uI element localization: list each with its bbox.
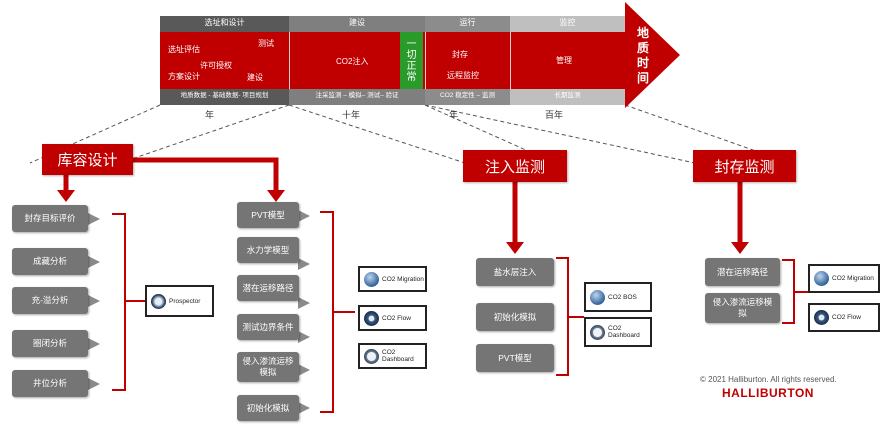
section-title-injection: 注入监测 [463,150,567,182]
build-item-injection: CO2注入 [336,57,369,66]
left-item-arrows [88,210,310,414]
reservoir-item-intrusion-sim: 侵入渗流运移模拟 [237,352,299,382]
dashed-connectors [29,104,791,164]
section-title-storage: 封存监测 [693,150,796,182]
storage-item-migration-path: 潜在运移路径 [705,258,780,286]
tool-co2-migration-label: CO2 Migration [382,275,424,283]
brand-logo: HALLIBURTON [722,386,814,400]
reservoir-item-pvt: PVT模型 [237,202,299,228]
reservoir-item-accumulation: 成藏分析 [12,248,88,275]
gauge-icon [364,348,379,364]
red-brackets [112,211,808,413]
tool-co2-migration-storage-label: CO2 Migration [832,275,874,282]
tool-co2-dashboard-injection-label: CO2 Dashboard [608,325,640,339]
site-item-design: 方案设计 [168,72,200,81]
storage-item-intrusion-sim: 侵入渗流运移模拟 [705,293,780,323]
reservoir-item-trap: 圈闭分析 [12,330,88,357]
monitor-item-manage: 管理 [556,56,572,65]
injection-item-pvt: PVT模型 [476,344,554,372]
reservoir-item-well: 井位分析 [12,370,88,397]
site-item-permit: 许可授权 [200,61,232,70]
phase-footer-site: 地质数据 - 基础数据- 项目规划 [160,89,289,105]
phase-header-build: 建设 [289,16,425,32]
injection-item-init-sim: 初始化模拟 [476,303,554,331]
time-scale-decade: 十年 [342,110,361,120]
reservoir-item-migration-path: 潜在运移路径 [237,275,299,301]
copyright: © 2021 Halliburton. All rights reserved. [700,375,837,384]
time-scale-year: 年 [205,110,215,120]
operate-item-remote: 远程监控 [447,71,479,80]
site-item-build: 建设 [247,73,263,82]
stop-label: 一 切 正 常 [400,32,423,89]
reservoir-item-fill-spill: 充-溢分析 [12,287,88,314]
phase-header-operate: 运行 [425,16,510,32]
tool-co2-migration-storage: CO2 Migration [808,264,880,293]
globe-icon [364,271,379,287]
tool-co2-migration: CO2 Migration [358,266,427,292]
flow-icon [814,310,829,325]
tool-co2-bos-label: CO2 BOS [608,293,637,301]
arrow-label: 地 质 时 间 [636,26,649,85]
time-scale-year-2: 年 [449,110,459,120]
section-title-reservoir: 库容设计 [42,144,133,175]
timeline-arrow-head [625,2,680,108]
tool-co2-flow: CO2 Flow [358,305,427,331]
site-item-test: 测试 [258,39,274,48]
globe-icon [590,289,605,305]
gauge-icon [590,324,605,340]
reservoir-connectors [63,157,279,190]
globe-icon [814,271,829,286]
phase-footer-build: 注采监测 – 模拟– 测试– 验证 [289,89,425,105]
reservoir-item-boundary: 测试边界条件 [237,314,299,340]
flow-icon [364,310,379,326]
tool-co2-flow-storage: CO2 Flow [808,303,880,332]
timeline-red-band [160,32,626,89]
tool-co2-dashboard-injection: CO2 Dashboard [584,317,652,347]
site-item-evaluation: 选址评估 [168,45,200,54]
tool-co2-dashboard: CO2 Dashboard [358,343,427,369]
tool-prospector: Prospector [145,285,214,317]
reservoir-item-hydraulic: 水力学模型 [237,237,299,263]
reservoir-item-target-eval: 封存目标评价 [12,205,88,232]
injection-item-saline: 盐水层注入 [476,258,554,286]
tool-co2-dashboard-label: CO2 Dashboard [382,349,414,363]
tool-prospector-label: Prospector [169,297,201,305]
tool-co2-bos: CO2 BOS [584,282,652,312]
tool-co2-flow-label: CO2 Flow [382,314,411,322]
phase-header-monitor: 监控 [510,16,625,32]
operate-item-storage: 封存 [452,50,468,59]
time-scale-century: 百年 [545,110,564,120]
tool-co2-flow-storage-label: CO2 Flow [832,314,861,321]
phase-footer-monitor: 长期监测 [510,89,625,105]
phase-footer-operate: CO2 稳定性 – 监测 [425,89,510,105]
phase-header-site: 选址和设计 [160,16,289,32]
compass-icon [151,293,166,309]
reservoir-item-init-sim: 初始化模拟 [237,395,299,421]
